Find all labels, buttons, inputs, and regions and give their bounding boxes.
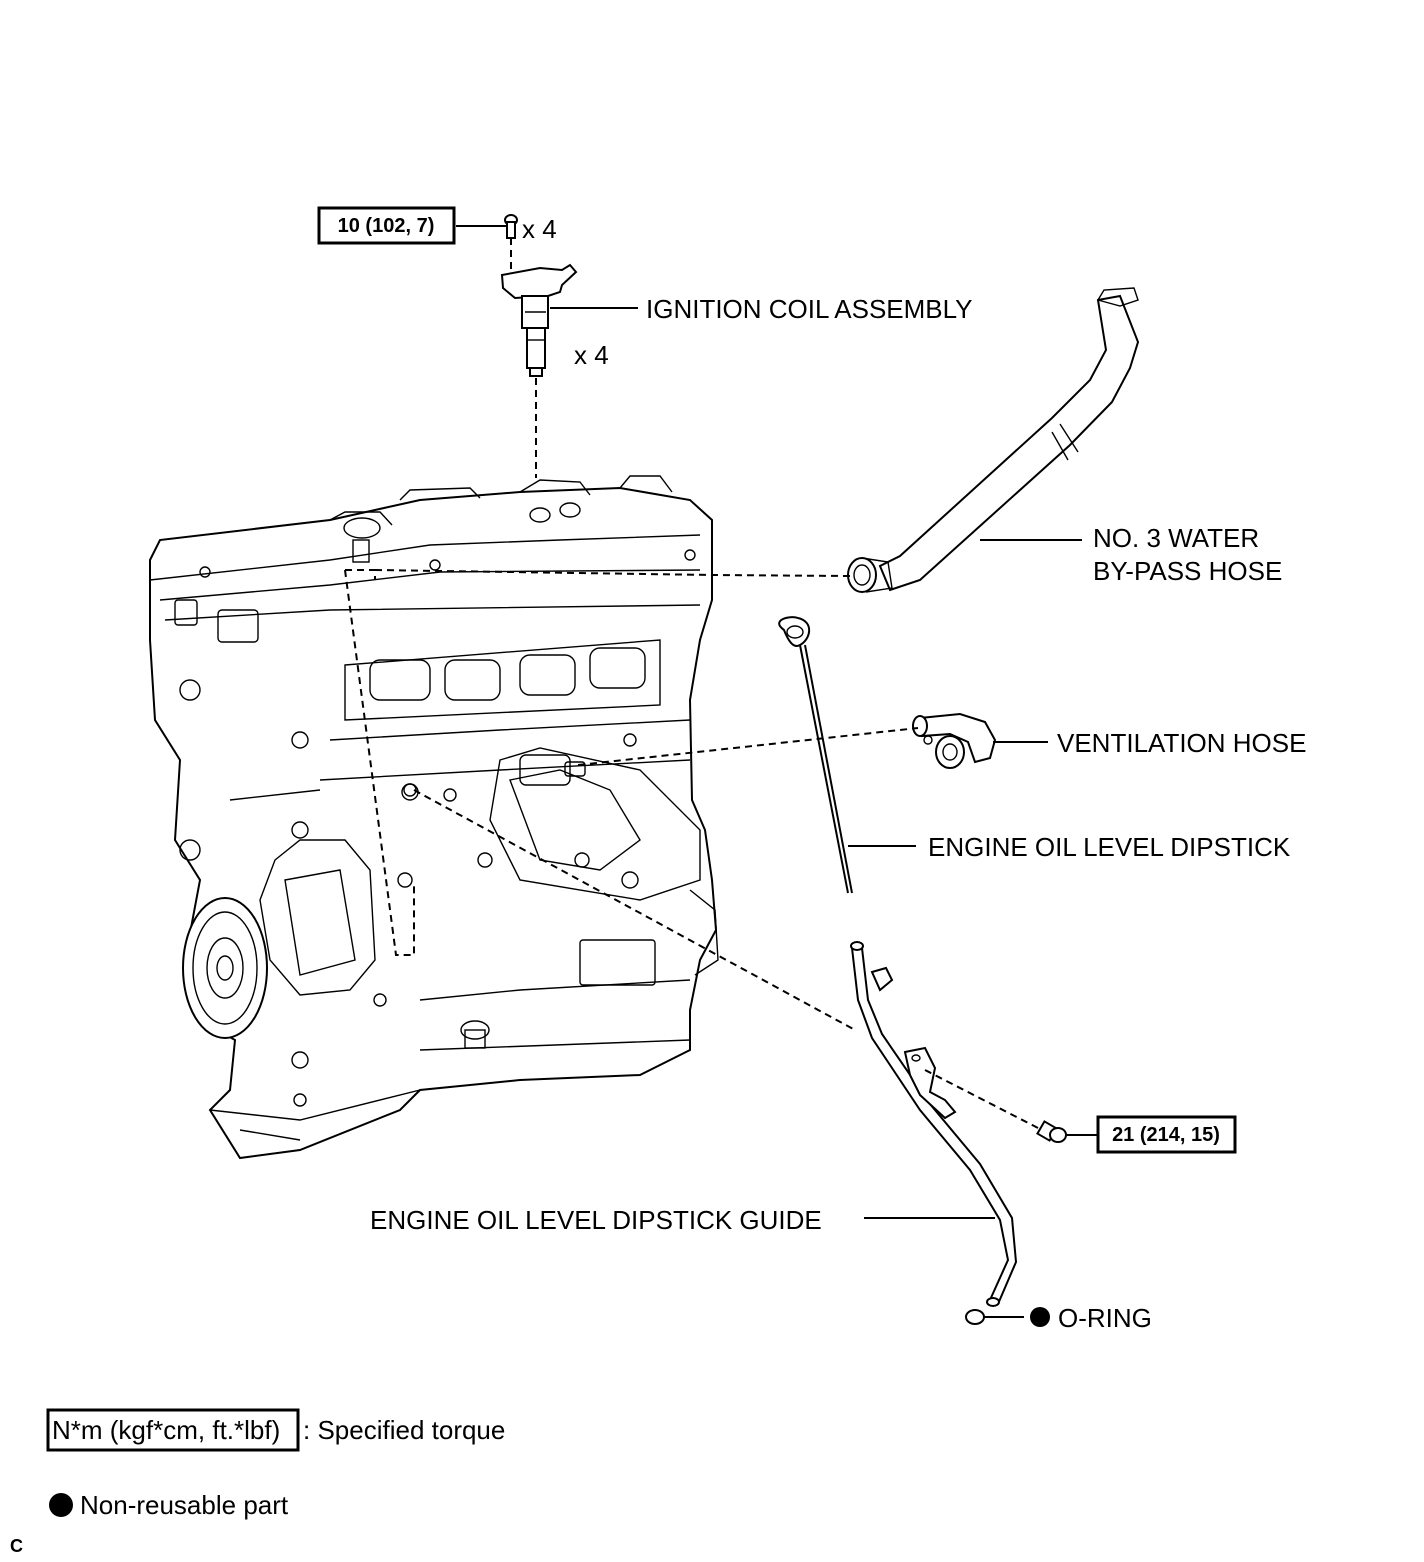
torque-callout-guide-bolt: 21 (214, 15) <box>1096 1115 1237 1154</box>
legend-torque-box <box>46 1408 300 1452</box>
intake-ports <box>344 639 661 721</box>
nonreusable-dot-icon <box>1030 1307 1050 1327</box>
torque-callout-coil-bolt: 10 (102, 7) <box>317 206 456 245</box>
label-dipstick: ENGINE OIL LEVEL DIPSTICK <box>928 832 1291 862</box>
legend-torque-units: N*m (kgf*cm, ft.*lbf) <box>52 1415 280 1445</box>
label-o-ring: O-RING <box>1058 1303 1152 1333</box>
legend-nonreusable-dot-icon <box>49 1493 73 1517</box>
legend-torque-description: : Specified torque <box>303 1415 505 1445</box>
torque-value-coil-bolt: 10 (102, 7) <box>338 215 435 237</box>
leader-lines <box>456 225 1098 1318</box>
water-bypass-hose-illustration <box>847 287 1140 593</box>
dipstick-guide-illustration <box>850 941 1018 1307</box>
o-ring-icon <box>965 1309 985 1325</box>
label-ventilation-hose: VENTILATION HOSE <box>1057 728 1306 758</box>
guide-bolt-icon <box>1036 1120 1067 1143</box>
ignition-coil-illustration <box>500 214 578 377</box>
legend-nonreusable-description: Non-reusable part <box>80 1490 289 1520</box>
label-ignition-coil: IGNITION COIL ASSEMBLY <box>646 294 973 324</box>
crank-pulley <box>182 897 268 1039</box>
legend: N*m (kgf*cm, ft.*lbf) : Specified torque… <box>46 1408 505 1520</box>
coil-quantity: x 4 <box>574 340 609 370</box>
corner-mark: C <box>10 1536 23 1556</box>
dipstick-illustration <box>778 616 853 894</box>
coil-bolt-quantity: x 4 <box>522 214 557 244</box>
label-water-hose-line1: NO. 3 WATER <box>1093 523 1259 553</box>
label-dipstick-guide: ENGINE OIL LEVEL DIPSTICK GUIDE <box>370 1205 822 1235</box>
engine-block-illustration <box>149 475 719 1160</box>
label-water-hose-line2: BY-PASS HOSE <box>1093 556 1282 586</box>
torque-value-guide-bolt: 21 (214, 15) <box>1112 1124 1220 1146</box>
assembly-guide-lines <box>344 238 1039 1129</box>
ventilation-hose-illustration <box>912 712 997 769</box>
